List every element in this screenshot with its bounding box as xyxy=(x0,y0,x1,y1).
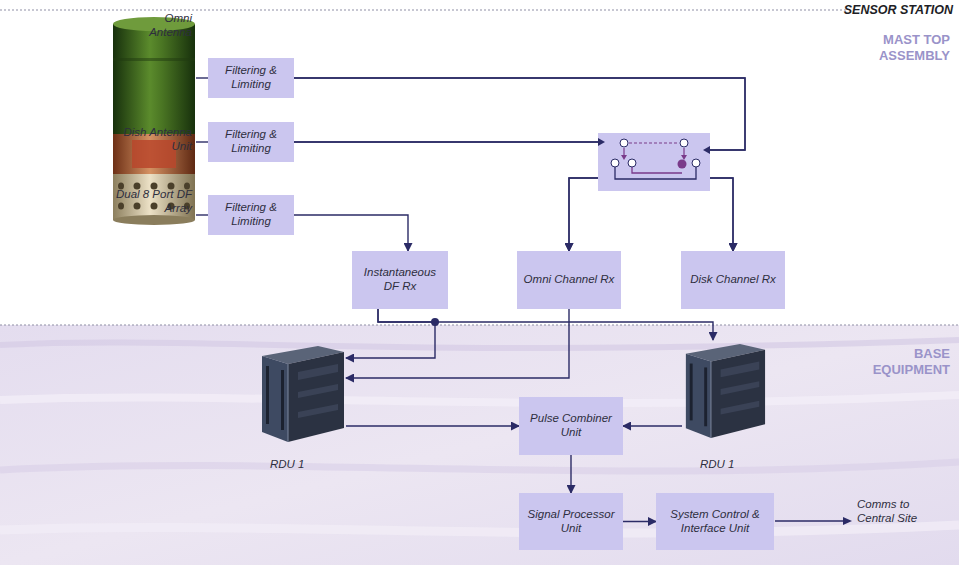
box-label: Signal Processor Unit xyxy=(525,508,617,535)
receiver-box: Disk Channel Rx xyxy=(681,251,785,309)
unit-label: RDU 1 xyxy=(700,458,735,470)
box-label: Filtering & Limiting xyxy=(214,128,288,155)
note-label: Comms to Central Site xyxy=(857,498,927,526)
box-label: System Control & Interface Unit xyxy=(662,508,768,535)
receiver-box: Instantaneous DF Rx xyxy=(352,251,448,309)
filter-box: Filtering & Limiting xyxy=(208,58,294,98)
process-box: System Control & Interface Unit xyxy=(656,493,774,550)
part-label: Dish Antenna Unit xyxy=(114,126,192,154)
process-box: Signal Processor Unit xyxy=(519,493,623,550)
signal-connector xyxy=(294,142,650,251)
signal-connector xyxy=(294,78,745,251)
filter-box: Filtering & Limiting xyxy=(208,122,294,162)
rdu-unit: RDU 1 xyxy=(682,340,767,440)
signal-connector xyxy=(346,309,569,378)
box-label: Filtering & Limiting xyxy=(214,201,288,228)
receiver-box: Omni Channel Rx xyxy=(517,251,621,309)
signal-connector xyxy=(623,425,682,426)
diagram-title: SENSOR STATION xyxy=(844,3,953,17)
switch-matrix xyxy=(598,133,710,191)
box-label: Omni Channel Rx xyxy=(524,273,615,287)
signal-connector xyxy=(346,425,519,426)
box-label: Pulse Combiner Unit xyxy=(525,412,617,439)
signal-connector xyxy=(294,215,408,251)
process-box: Pulse Combiner Unit xyxy=(519,397,623,455)
rdu-illustration xyxy=(258,342,346,444)
unit-label: RDU 1 xyxy=(270,458,305,470)
section-label: BASE EQUIPMENT xyxy=(860,346,950,379)
signal-connector xyxy=(623,521,656,522)
signal-connector xyxy=(570,455,571,493)
box-label: Disk Channel Rx xyxy=(690,273,776,287)
section-label: MAST TOP ASSEMBLY xyxy=(860,32,950,65)
signal-connector xyxy=(346,309,435,358)
signal-connector xyxy=(294,78,745,251)
box-label: Instantaneous DF Rx xyxy=(358,266,442,293)
signal-connector xyxy=(378,309,713,340)
part-label: Omni Antenna xyxy=(140,12,192,40)
part-label: Dual 8 Port DF Array xyxy=(104,188,192,216)
box-label: Filtering & Limiting xyxy=(214,64,288,91)
rdu-illustration xyxy=(682,340,767,440)
rdu-unit: RDU 1 xyxy=(258,342,346,444)
filter-box: Filtering & Limiting xyxy=(208,195,294,235)
